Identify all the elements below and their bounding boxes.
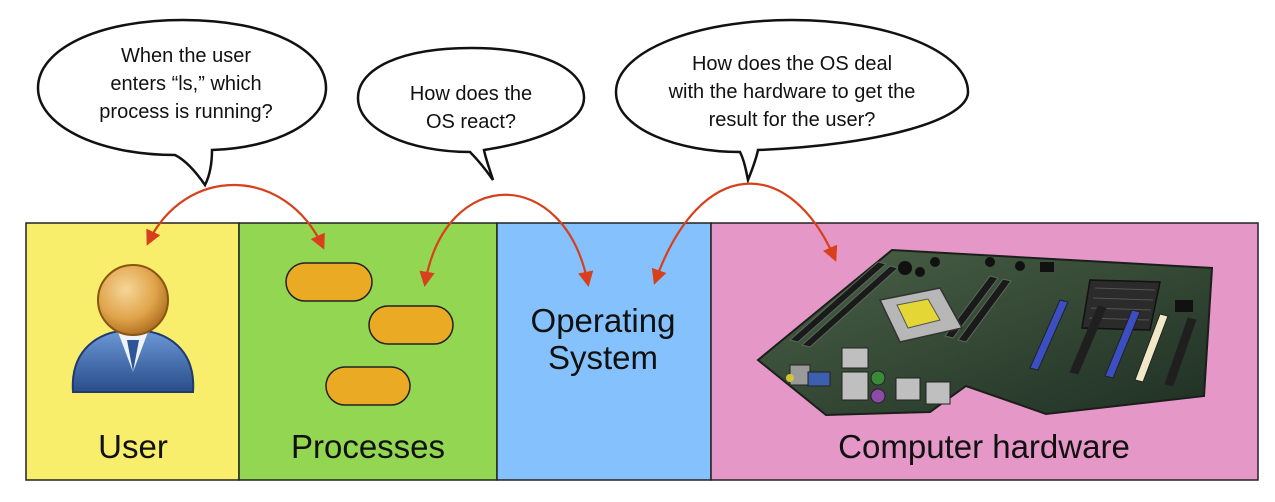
speech-bubble-user: When the user enters “ls,” which process… [36, 18, 328, 188]
io-ports [786, 347, 951, 405]
arrow-processes-os [419, 193, 594, 288]
board-components [898, 257, 1193, 312]
bubble-user-line-1: When the user [121, 45, 251, 67]
process-list [285, 262, 454, 406]
operating-system-label-line-2: System [548, 339, 658, 376]
process-pill [368, 305, 454, 345]
arrow-os-hardware [651, 182, 838, 285]
ram-slots [788, 261, 1012, 348]
speech-bubble-os: How does the OS react? [356, 46, 586, 181]
bubble-os-line-1: How does the [410, 83, 532, 105]
bubble-hardware-line-3: result for the user? [709, 109, 876, 131]
bubble-hardware-line-2: with the hardware to get the [668, 81, 916, 103]
process-pill [325, 366, 411, 406]
bubble-os-line-2: OS react? [426, 111, 516, 133]
speech-bubble-hardware: How does the OS deal with the hardware t… [614, 18, 970, 185]
cpu-socket [878, 287, 964, 343]
operating-system-label-line-1: Operating [531, 302, 676, 339]
user-label: User [98, 428, 168, 465]
computer-hardware-label: Computer hardware [838, 428, 1130, 465]
user-avatar-icon [71, 264, 195, 393]
processes-label: Processes [291, 428, 445, 465]
bubble-user-line-3: process is running? [99, 101, 272, 123]
processes-panel [238, 222, 498, 481]
motherboard-image [756, 248, 1214, 417]
pcie-slots [1029, 299, 1197, 387]
arrow-user-processes [146, 184, 325, 250]
bubble-hardware-line-1: How does the OS deal [692, 53, 892, 75]
process-pill [285, 262, 373, 302]
bubble-user-line-2: enters “ls,” which [110, 73, 261, 95]
interaction-arrows [146, 182, 838, 288]
